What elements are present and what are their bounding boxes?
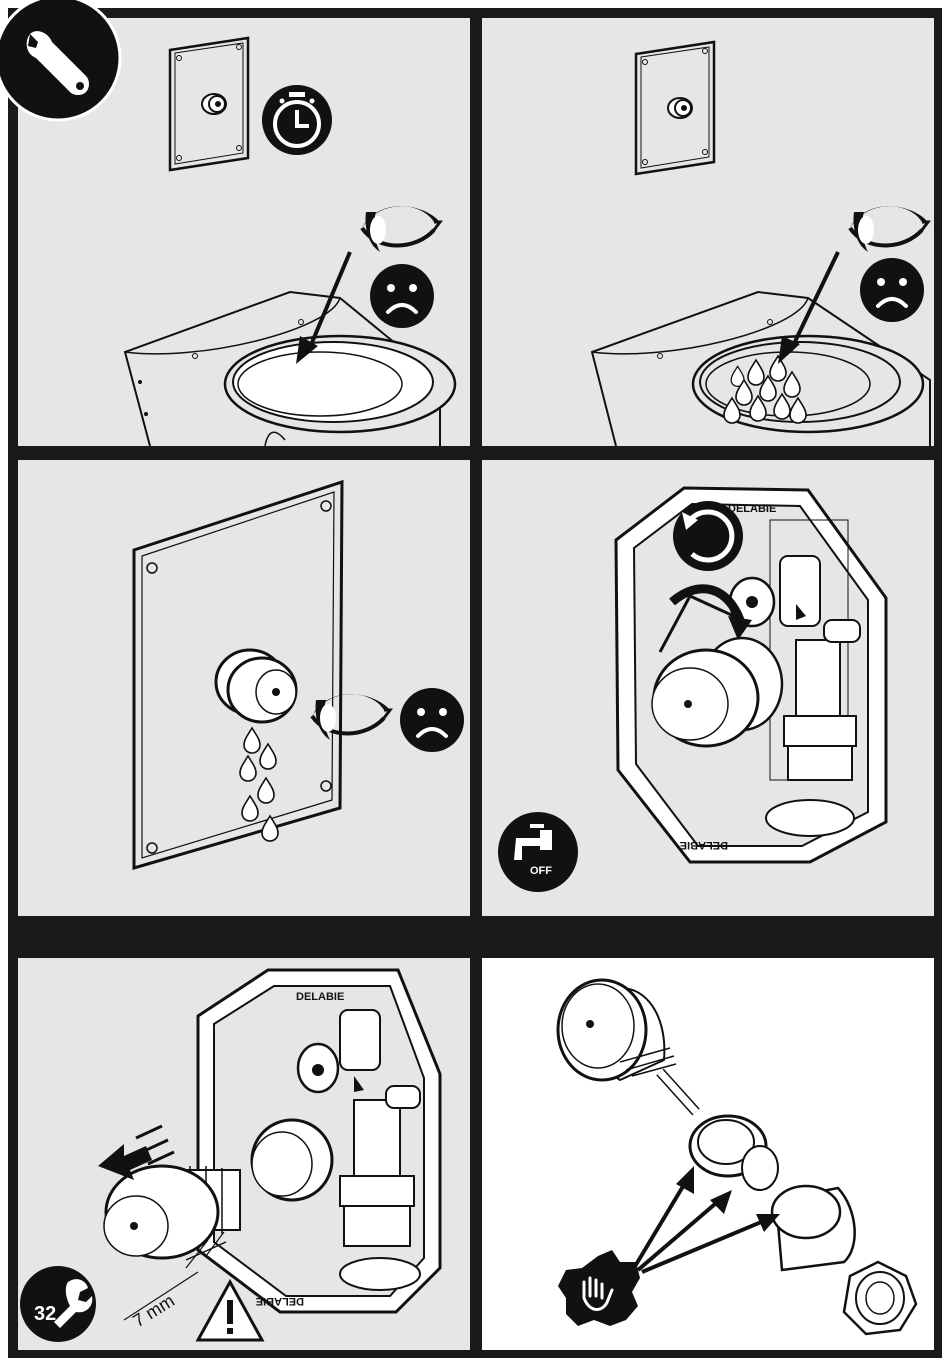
- wall-plate: [636, 42, 714, 174]
- sleeve: [772, 1186, 855, 1270]
- brand-label: DELABIE: [680, 839, 728, 851]
- sad-face-icon: [370, 264, 434, 328]
- timer-icon: [262, 85, 332, 155]
- tap-off-icon: OFF: [498, 812, 578, 892]
- brand-label: DELABIE: [296, 991, 344, 1003]
- sad-face-icon: [400, 688, 464, 752]
- brand-label: DELABIE: [256, 1295, 304, 1307]
- sad-face-icon: [860, 258, 924, 322]
- separator-band: [8, 916, 942, 958]
- wall-plate: [170, 38, 248, 170]
- rotate-icon: [673, 501, 743, 571]
- wrench-icon: [0, 0, 120, 120]
- tap-off-label: OFF: [530, 865, 552, 877]
- wrench-size-label: 32: [34, 1303, 56, 1325]
- wrench-icon: 32: [20, 1266, 96, 1342]
- brand-label: DELABIE: [728, 503, 776, 515]
